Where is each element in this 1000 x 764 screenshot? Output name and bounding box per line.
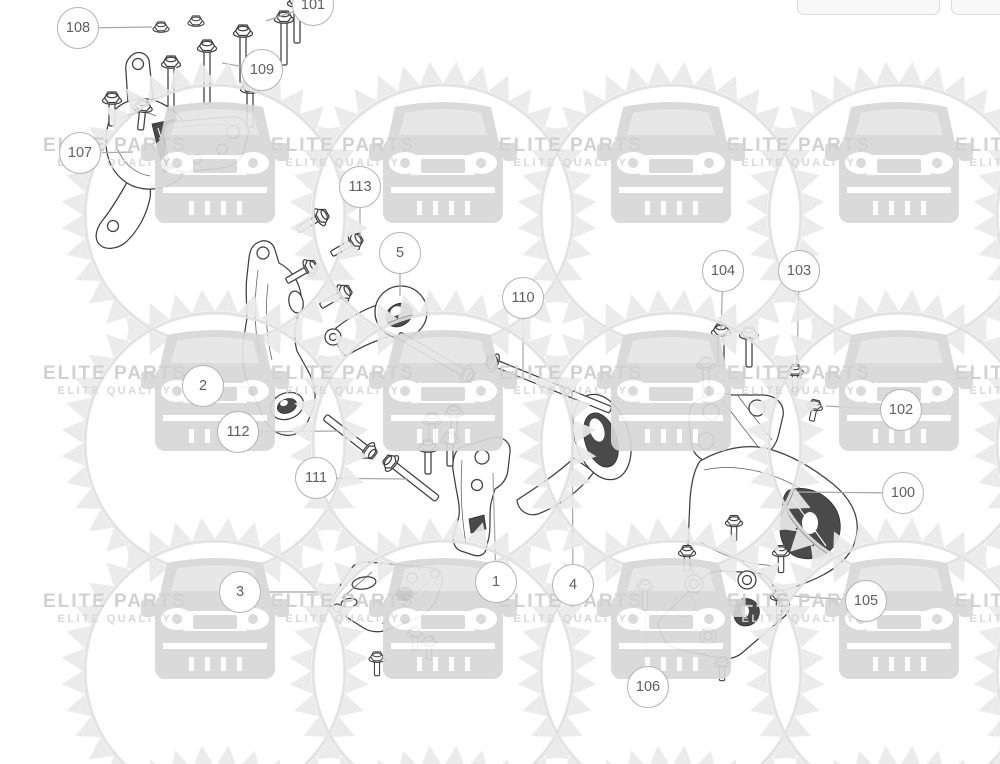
callout-104[interactable]: 104 (702, 250, 744, 292)
callout-number: 102 (888, 402, 914, 418)
top-toolbar-button-1[interactable] (797, 0, 940, 15)
callout-107[interactable]: 107 (59, 132, 101, 174)
callout-109[interactable]: 109 (241, 49, 283, 91)
callout-2[interactable]: 2 (182, 365, 224, 407)
callout-105[interactable]: 105 (845, 580, 887, 622)
callout-number: 111 (304, 470, 328, 486)
callout-number: 3 (235, 584, 245, 600)
callout-111[interactable]: 111 (295, 457, 337, 499)
callout-number: 110 (511, 290, 535, 306)
callout-100[interactable]: 100 (882, 472, 924, 514)
callout-number: 106 (635, 679, 661, 695)
callout-106[interactable]: 106 (627, 666, 669, 708)
top-toolbar-button-2[interactable] (951, 0, 1000, 15)
callout-112[interactable]: 112 (217, 411, 259, 453)
callout-5[interactable]: 5 (379, 232, 421, 274)
callout-number: 104 (710, 263, 736, 279)
callout-number: 113 (348, 179, 372, 195)
callout-110[interactable]: 110 (502, 277, 544, 319)
callout-3[interactable]: 3 (219, 571, 261, 613)
callout-102[interactable]: 102 (880, 389, 922, 431)
callout-101[interactable]: 101 (292, 0, 334, 26)
callout-number: 109 (249, 62, 275, 78)
callout-number: 4 (568, 577, 578, 593)
callout-number: 108 (65, 20, 91, 36)
callout-number: 2 (198, 378, 208, 394)
callout-4[interactable]: 4 (552, 564, 594, 606)
callout-number: 100 (890, 485, 916, 501)
callout-1[interactable]: 1 (475, 561, 517, 603)
callout-number: 112 (226, 424, 250, 440)
callout-number: 107 (67, 145, 93, 161)
callout-number: 5 (395, 245, 405, 261)
callout-108[interactable]: 108 (57, 7, 99, 49)
callout-number: 103 (786, 263, 812, 279)
callout-103[interactable]: 103 (778, 250, 820, 292)
callout-number: 1 (491, 574, 501, 590)
callout-number: 105 (853, 593, 879, 609)
callout-113[interactable]: 113 (339, 166, 381, 208)
callout-number: 101 (300, 0, 326, 13)
